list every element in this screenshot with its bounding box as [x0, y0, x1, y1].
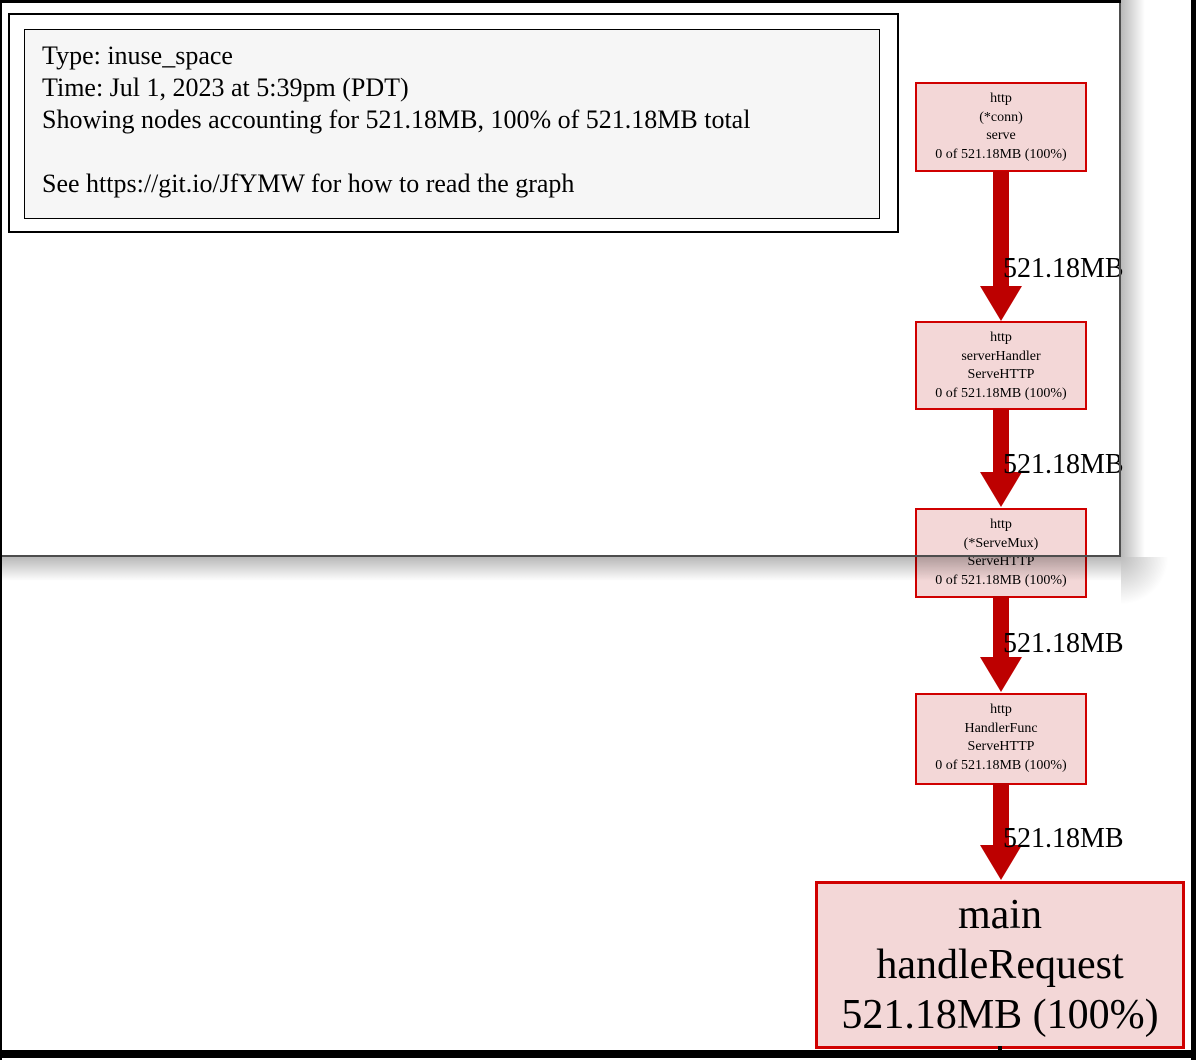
arrowhead-icon [980, 286, 1022, 321]
edge-weight-label: 521.18MB [1003, 823, 1124, 854]
edge-weight-label: 521.18MB [1003, 628, 1124, 659]
edge-arrow-shaft[interactable] [993, 171, 1009, 286]
node-value: 521.18MB (100%) [841, 992, 1159, 1038]
graph-node-http-serverhandler-servehttp[interactable]: http serverHandler ServeHTTP 0 of 521.18… [915, 321, 1087, 410]
arrowhead-icon [980, 657, 1022, 692]
legend-blank-line [42, 136, 871, 168]
edge-arrow-shaft[interactable] [993, 409, 1009, 473]
edge-weight-label: 521.18MB [1003, 253, 1124, 284]
node-line: http [990, 91, 1012, 106]
legend-showing-nodes: Showing nodes accounting for 521.18MB, 1… [42, 105, 751, 134]
legend-box: Type: inuse_space Time: Jul 1, 2023 at 5… [8, 13, 899, 233]
legend-profile-time: Time: Jul 1, 2023 at 5:39pm (PDT) [42, 73, 409, 102]
node-line: main [958, 892, 1042, 938]
node-line: HandlerFunc [964, 720, 1038, 736]
graph-node-http-servemux-servehttp[interactable]: http (*ServeMux) ServeHTTP 0 of 521.18MB… [915, 508, 1087, 598]
node-line: ServeHTTP [967, 367, 1035, 382]
node-line: ServeHTTP [967, 739, 1035, 754]
node-value: 0 of 521.18MB (100%) [935, 572, 1067, 588]
node-value: 0 of 521.18MB (100%) [935, 757, 1067, 773]
viewport-border-right [1191, 0, 1196, 1060]
arrowhead-icon [980, 472, 1022, 507]
node-line: serverHandler [961, 348, 1041, 364]
node-line: (*ServeMux) [963, 535, 1039, 551]
sheet-shadow-right [1121, 0, 1145, 557]
node-value: 0 of 521.18MB (100%) [935, 146, 1067, 162]
node-line: handleRequest [876, 942, 1124, 988]
arrowhead-icon [980, 845, 1022, 880]
edge-weight-label: 521.18MB [1003, 449, 1124, 480]
node-line: http [990, 517, 1012, 532]
viewport-border-bottom [0, 1050, 1196, 1058]
viewport-border-left [0, 0, 2, 1060]
legend-profile-type: Type: inuse_space [42, 41, 233, 70]
sheet-shadow-corner [1121, 557, 1169, 605]
edge-arrow-shaft[interactable] [993, 596, 1009, 658]
node-value: 0 of 521.18MB (100%) [935, 385, 1067, 401]
graph-node-http-conn-serve[interactable]: http (*conn) serve 0 of 521.18MB (100%) [915, 82, 1087, 172]
graph-node-main-handlerequest[interactable]: main handleRequest 521.18MB (100%) [815, 881, 1185, 1049]
node-line: http [990, 702, 1012, 717]
node-line: http [990, 330, 1012, 345]
node-line: (*conn) [979, 109, 1023, 125]
edge-arrow-shaft[interactable] [993, 783, 1009, 846]
viewport-border-top [0, 0, 1121, 3]
legend-panel: Type: inuse_space Time: Jul 1, 2023 at 5… [24, 29, 880, 219]
legend-help-url: See https://git.io/JfYMW for how to read… [42, 169, 575, 198]
graph-node-http-handlerfunc-servehttp[interactable]: http HandlerFunc ServeHTTP 0 of 521.18MB… [915, 693, 1087, 785]
node-line: ServeHTTP [967, 554, 1035, 569]
node-line: serve [986, 128, 1016, 143]
